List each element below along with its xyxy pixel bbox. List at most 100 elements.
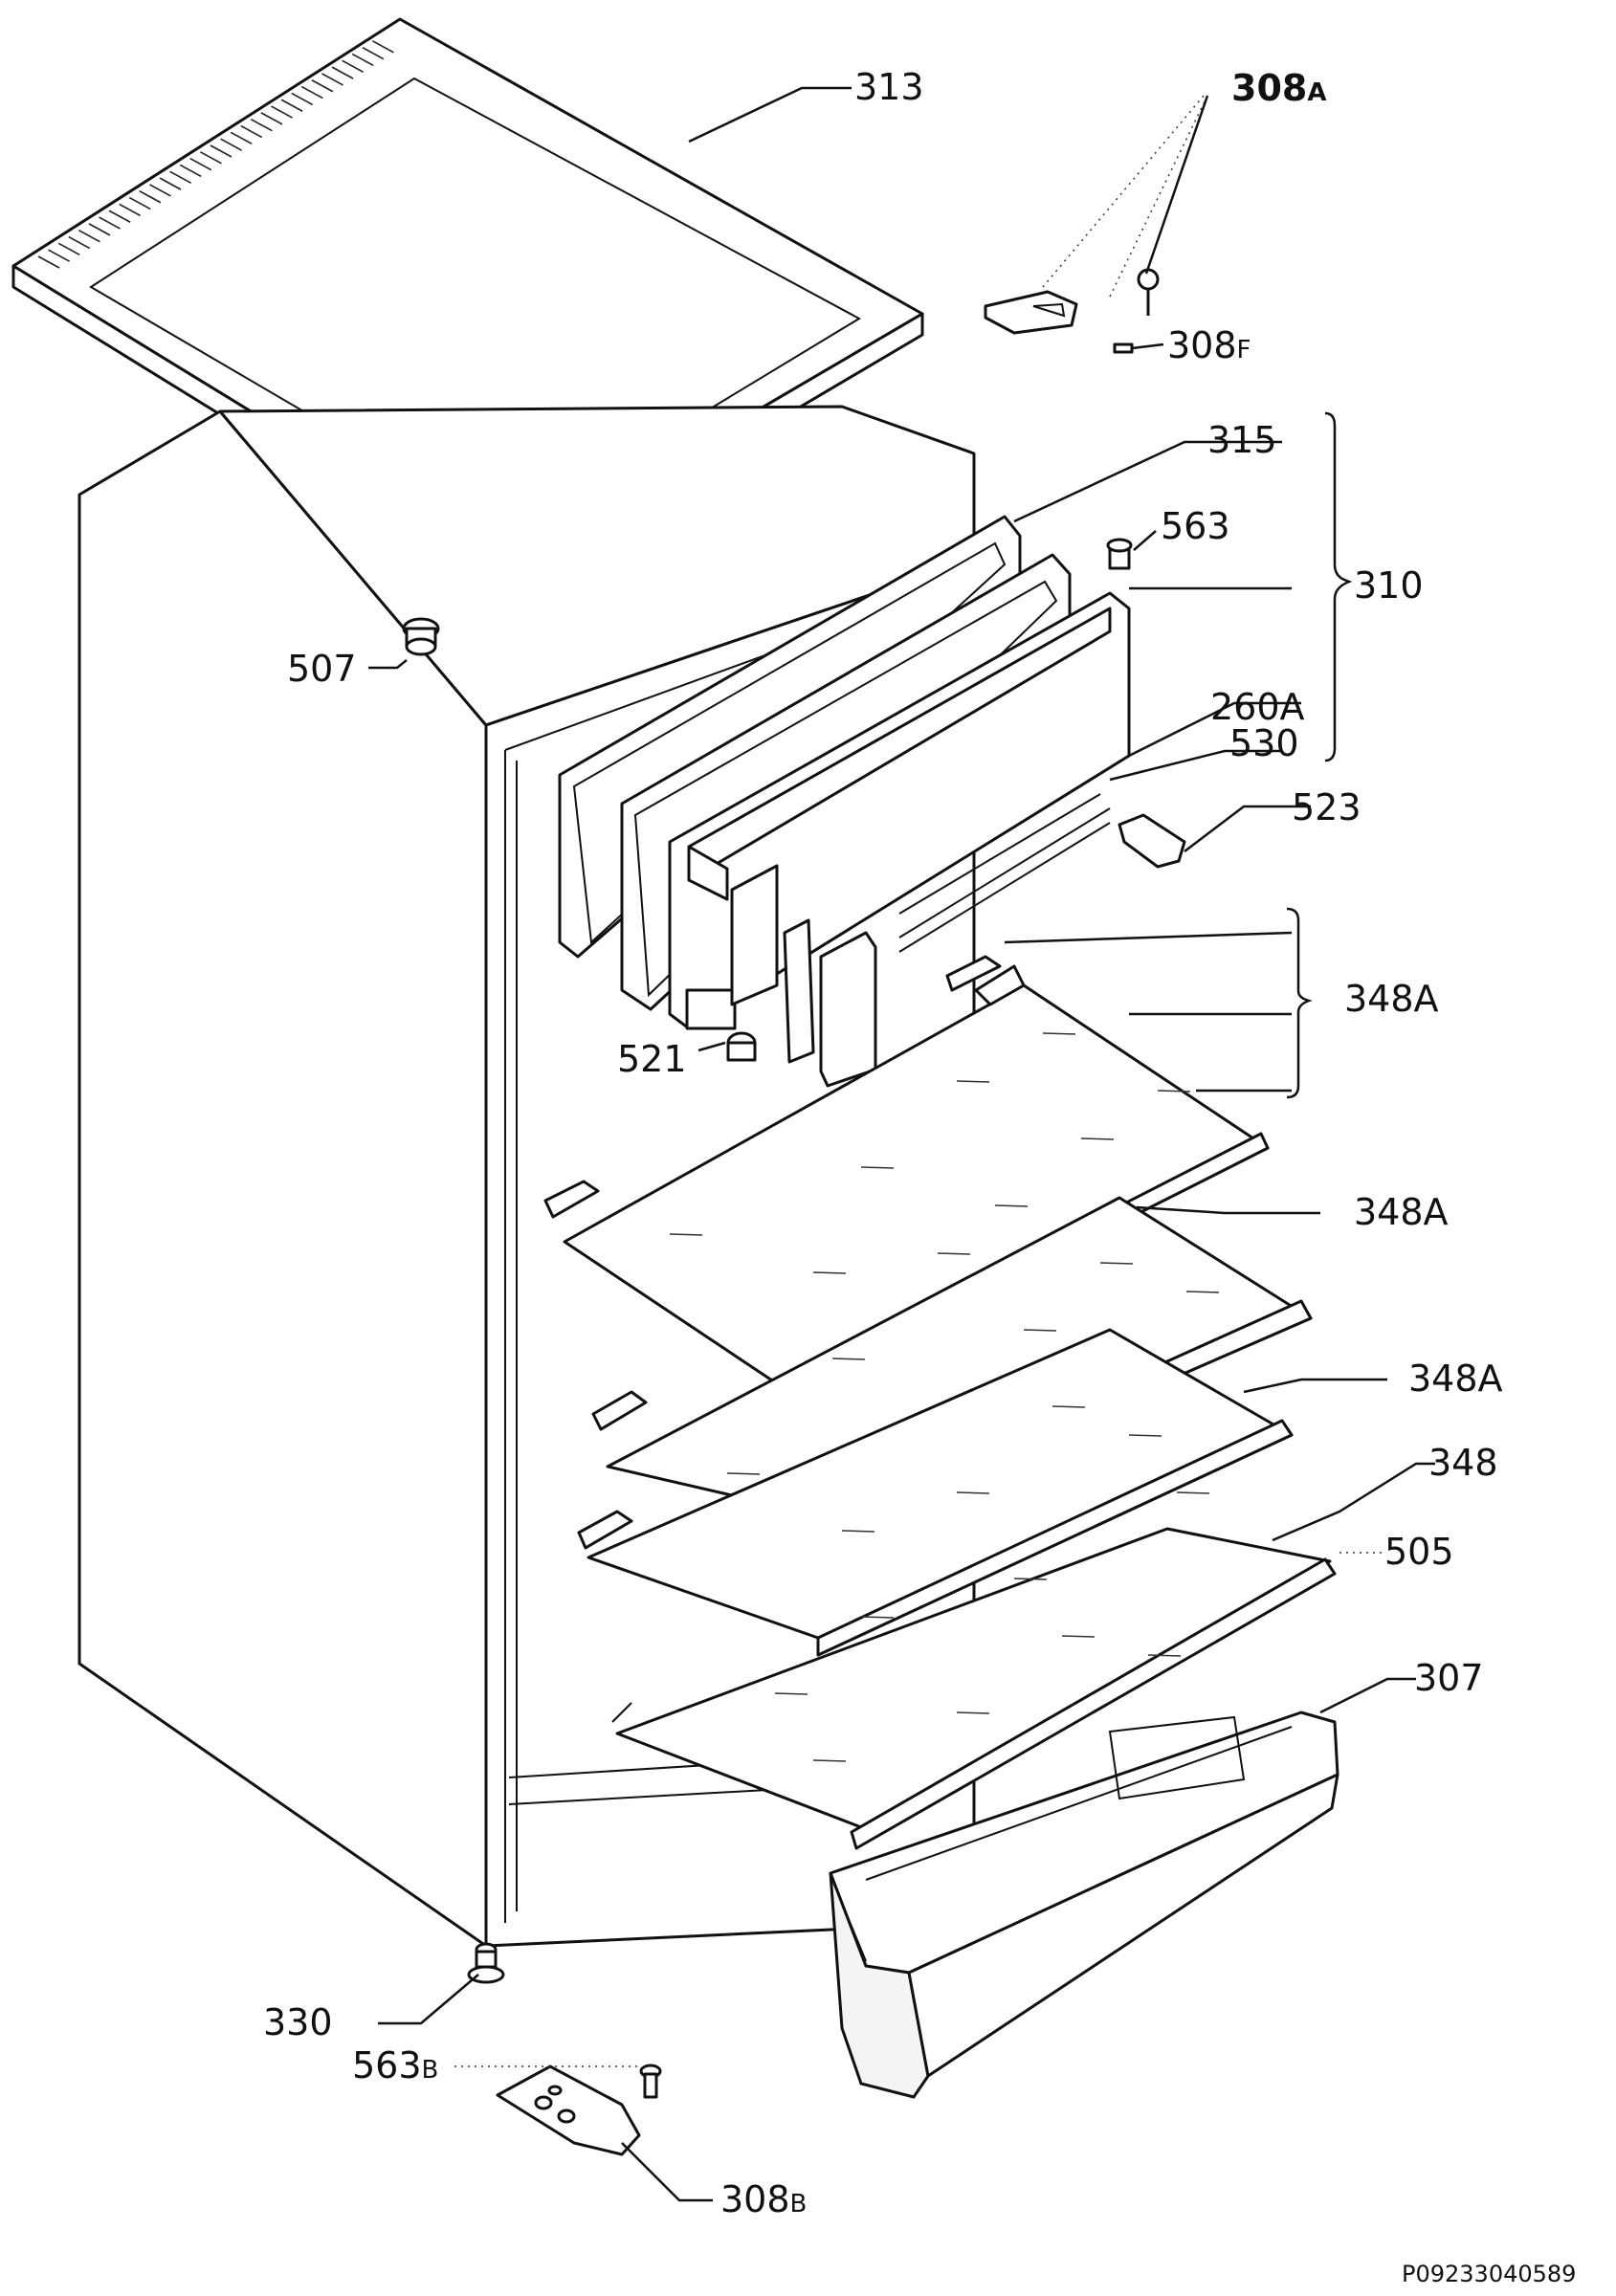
grille-line: [250, 119, 273, 132]
label-310: 310: [1354, 564, 1424, 607]
grille-line: [149, 184, 171, 197]
glass-mark: [812, 1271, 847, 1274]
top-cover-grille: [37, 40, 394, 269]
label-530: 530: [1229, 722, 1299, 764]
freezer-door-frames: [558, 515, 1131, 1088]
grille-line: [271, 105, 293, 119]
glass-mark: [937, 1252, 971, 1255]
label-563: 563: [1161, 505, 1230, 547]
label-330: 330: [263, 2001, 333, 2043]
glass-mark: [1080, 1137, 1115, 1140]
part-563b: [639, 2064, 662, 2099]
glass-mark: [726, 1472, 761, 1475]
glass-mark: [1147, 1654, 1182, 1657]
part-521: [726, 1031, 757, 1062]
grille-line: [291, 92, 314, 106]
grille-line: [200, 151, 222, 165]
grille-line: [48, 249, 70, 262]
label-521: 521: [617, 1038, 687, 1080]
part-523: [1118, 813, 1186, 869]
grille-line: [169, 170, 192, 184]
label-505: 505: [1384, 1531, 1454, 1573]
label-507: 507: [287, 648, 357, 690]
grille-line: [240, 124, 263, 139]
grille-line: [210, 144, 232, 158]
grille-line: [230, 131, 253, 145]
grille-line: [362, 46, 385, 60]
label-348a-3: 348A: [1408, 1358, 1503, 1400]
door-bin-307: [829, 1711, 1339, 2099]
shelves: [543, 955, 1337, 1850]
glass-mark: [956, 1491, 990, 1494]
glass-mark: [774, 1692, 808, 1695]
shelf-348-bottom: [615, 1527, 1337, 1850]
label-308a: 308A: [1231, 67, 1326, 109]
label-348a-1: 348A: [1344, 978, 1439, 1020]
grille-line: [260, 112, 283, 125]
grille-line: [88, 223, 111, 236]
grille-line: [68, 235, 91, 250]
glass-mark: [812, 1759, 847, 1762]
glass-mark: [1099, 1262, 1134, 1265]
glass-mark: [1023, 1329, 1057, 1332]
label-315: 315: [1207, 419, 1277, 461]
glass-mark: [1061, 1635, 1096, 1638]
label-313: 313: [854, 66, 924, 108]
hinge-top-308a: [984, 268, 1160, 354]
label-563b: 563B: [352, 2044, 438, 2086]
glass-mark: [1157, 1090, 1191, 1093]
hinge-bottom-308b: [496, 2064, 641, 2156]
glass-mark: [1042, 1032, 1076, 1035]
grille-line: [77, 230, 100, 243]
grille-line: [119, 203, 142, 217]
shelf-glass-marks: [669, 1032, 1220, 1762]
part-labels: 313 308A 308F 315 563 310 507 260A 530 5…: [263, 66, 1576, 2287]
grille-line: [280, 99, 303, 112]
glass-mark: [994, 1204, 1029, 1207]
grille-line: [372, 40, 394, 54]
grille-line: [159, 177, 182, 190]
label-523: 523: [1292, 786, 1361, 828]
grille-line: [108, 210, 131, 223]
grille-line: [57, 242, 80, 256]
grille-line: [189, 157, 212, 171]
grille-line: [139, 190, 162, 204]
shelf-clips: [543, 955, 1002, 1550]
grille-line: [351, 53, 374, 67]
glass-mark: [956, 1711, 990, 1714]
leader-lines: [368, 86, 1435, 2202]
label-260a: 260A: [1210, 686, 1305, 728]
label-307: 307: [1414, 1657, 1484, 1699]
glass-mark: [1176, 1491, 1210, 1494]
part-507: [402, 617, 440, 656]
grille-line: [179, 164, 202, 178]
grille-line: [331, 66, 354, 79]
glass-mark: [860, 1166, 895, 1169]
grille-line: [220, 138, 242, 151]
glass-mark: [841, 1530, 875, 1533]
glass-mark: [860, 1616, 895, 1619]
part-563: [1106, 538, 1133, 570]
glass-mark: [956, 1080, 990, 1083]
label-308b: 308B: [720, 2178, 807, 2220]
reference-code: P09233040589: [1402, 2261, 1576, 2287]
grille-line: [342, 59, 365, 73]
glass-mark: [1052, 1405, 1086, 1408]
grille-line: [128, 196, 151, 210]
grille-line: [37, 255, 60, 269]
grille-line: [321, 73, 343, 86]
shelf-348a-low: [587, 1328, 1294, 1657]
label-348: 348: [1428, 1442, 1498, 1484]
label-308f: 308F: [1167, 324, 1251, 366]
small-parts: [402, 538, 1186, 2156]
glass-mark: [1128, 1434, 1162, 1437]
part-330: [467, 1942, 505, 1984]
glass-mark: [669, 1233, 703, 1236]
glass-mark: [831, 1358, 866, 1360]
grille-line: [99, 216, 121, 230]
grille-line: [311, 79, 334, 93]
label-348a-2: 348A: [1354, 1191, 1449, 1233]
glass-mark: [1013, 1578, 1048, 1580]
grille-line: [300, 85, 323, 99]
